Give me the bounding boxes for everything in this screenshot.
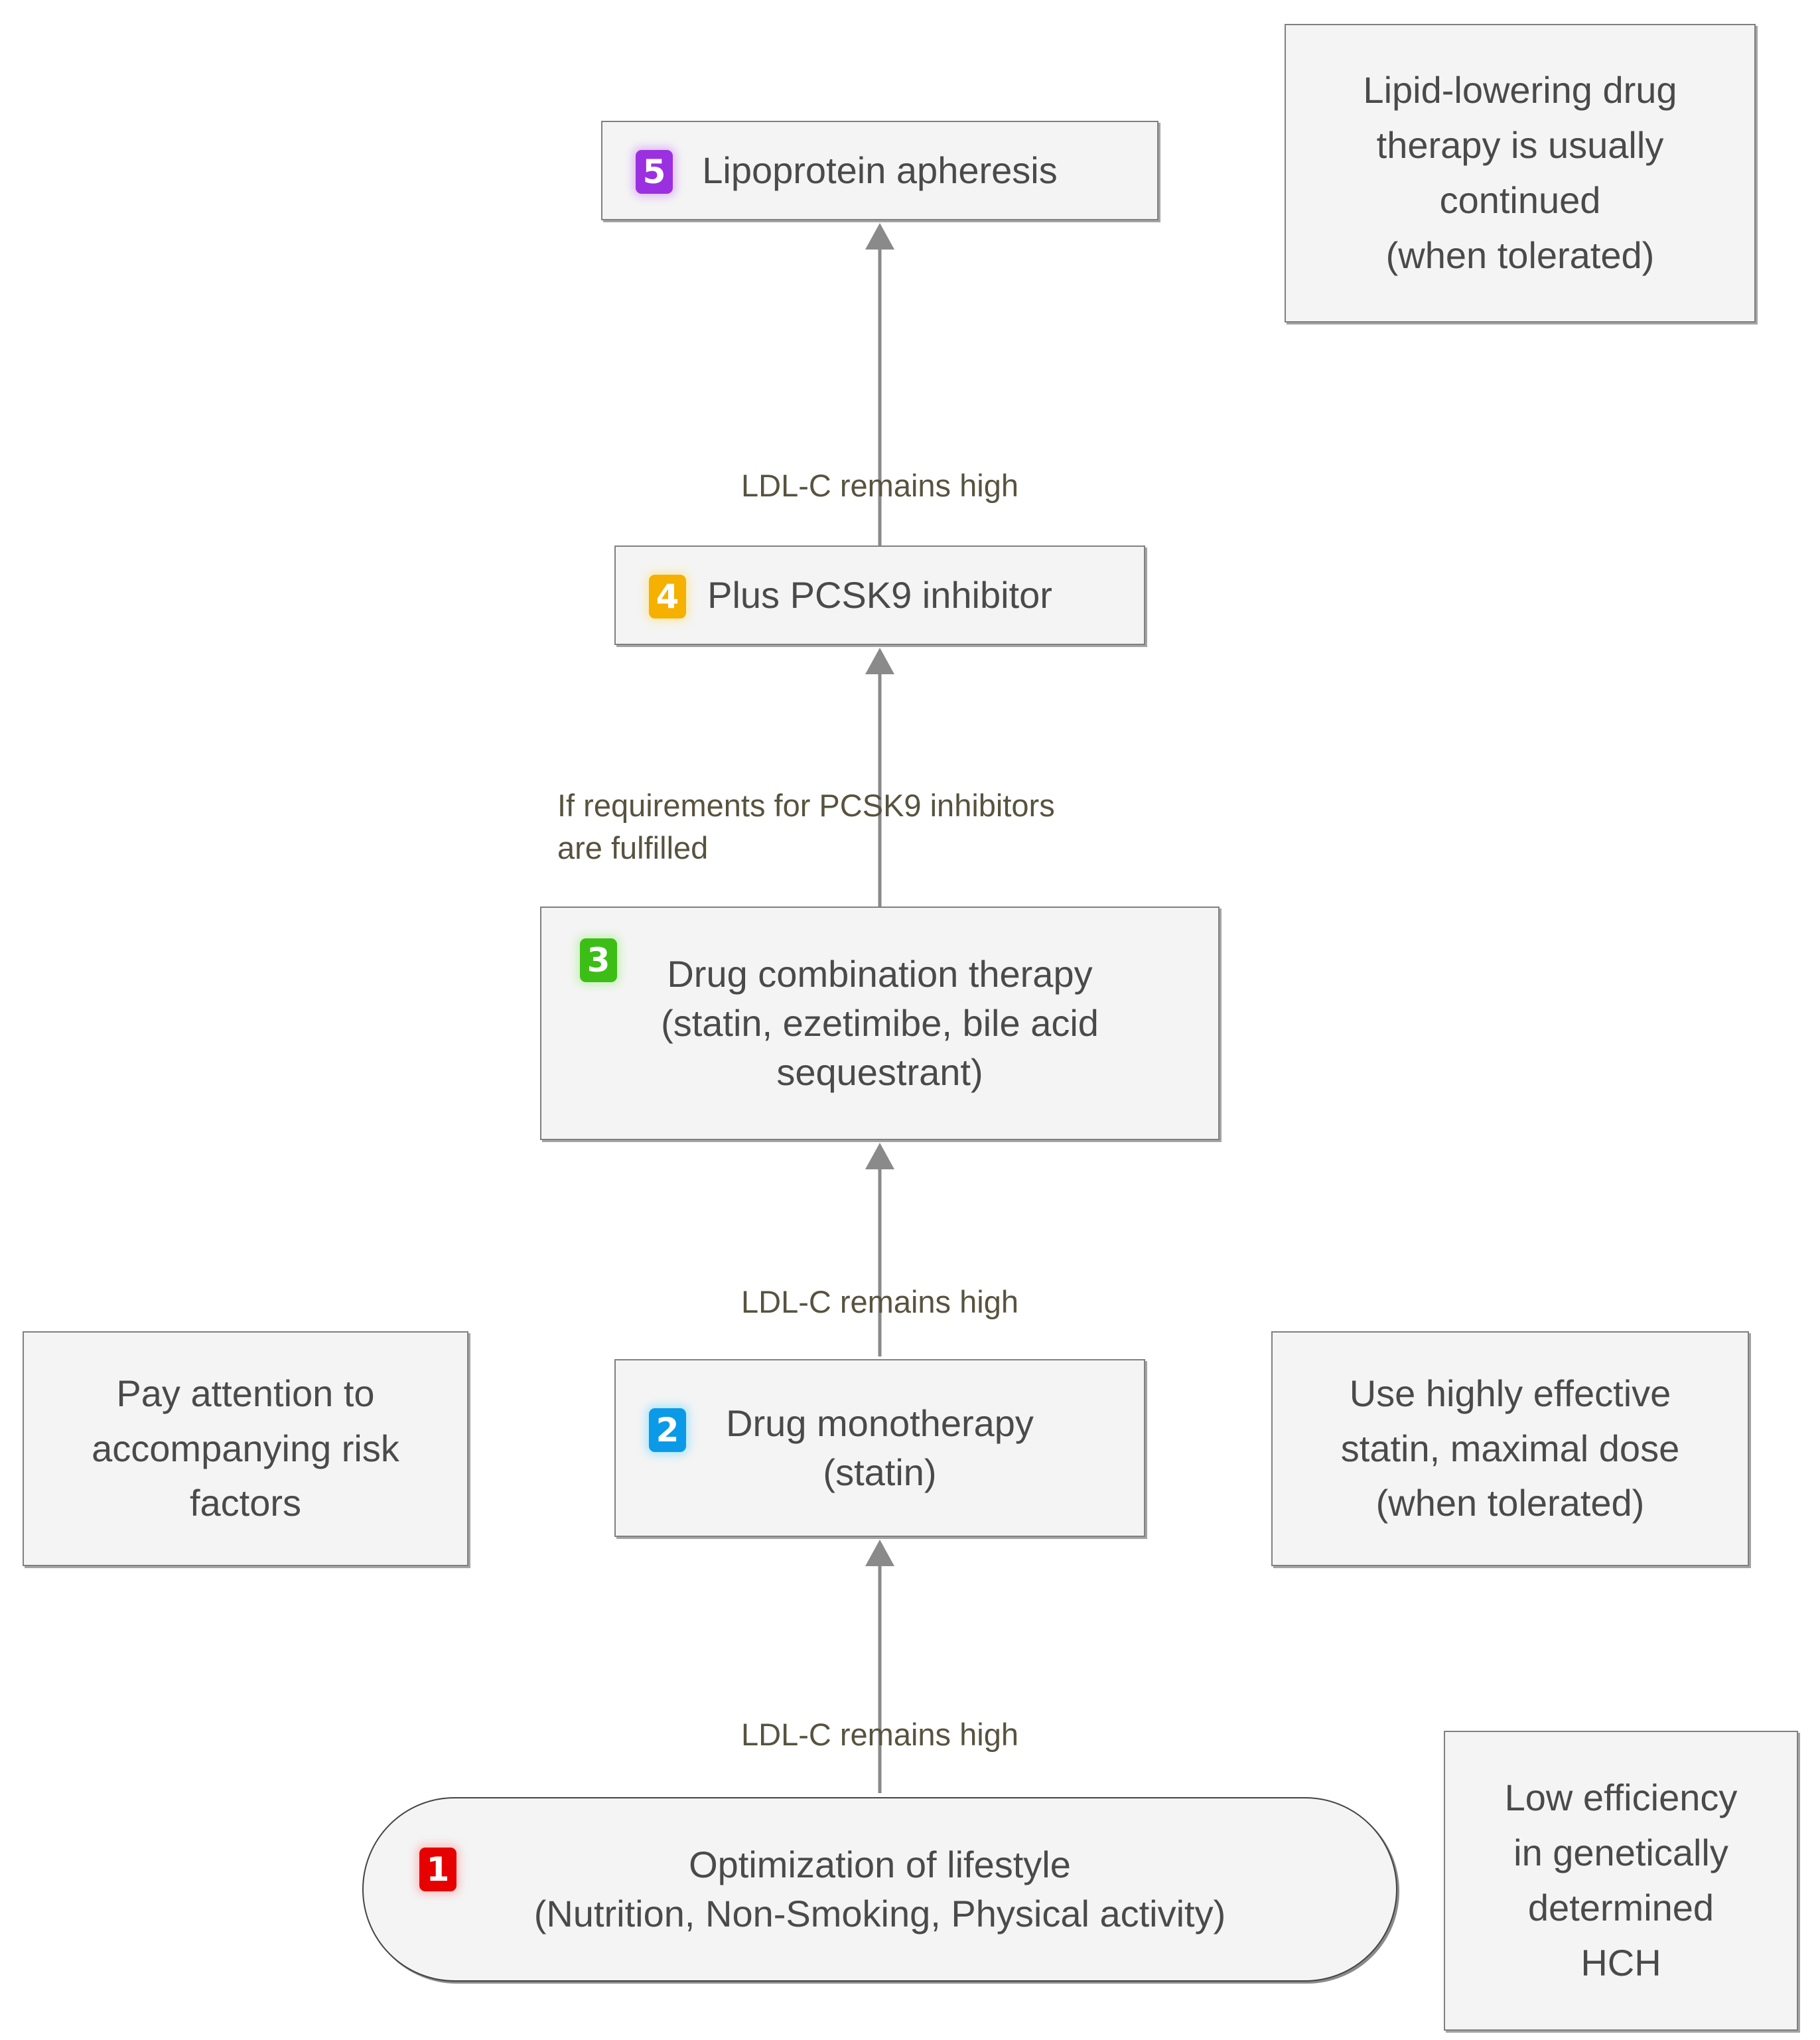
step-node-1[interactable]: 1 Optimization of lifestyle (Nutrition, … (362, 1797, 1397, 1982)
arrow-step3-to-step4 (865, 648, 894, 909)
note-apheresis: Lipid-lowering drug therapy is usually c… (1285, 24, 1756, 323)
step-label-2: Drug monotherapy (statin) (726, 1402, 1034, 1493)
edge-label-step1-to-step2: LDL-C remains high (741, 1717, 1018, 1752)
edge-label-step2-to-step3: LDL-C remains high (741, 1284, 1018, 1319)
step-badge-4: 4 (649, 575, 686, 619)
step-badge-1: 1 (419, 1848, 456, 1891)
arrowhead-icon (865, 223, 894, 250)
step-label-5: Lipoprotein apheresis (702, 149, 1058, 192)
note-hch: Low efficiency in genetically determined… (1444, 1731, 1798, 2031)
step-badge-3: 3 (580, 938, 617, 982)
step-node-5[interactable]: 5 Lipoprotein apheresis (601, 121, 1158, 220)
arrowhead-icon (865, 1143, 894, 1169)
note-risk-factors: Pay attention to accompanying risk facto… (23, 1331, 468, 1566)
step-label-3: Drug combination therapy (statin, ezetim… (661, 953, 1099, 1093)
edge-label-step4-to-step5: LDL-C remains high (741, 468, 1018, 503)
step-badge-5: 5 (636, 150, 673, 194)
arrow-shaft (878, 247, 882, 579)
arrow-step1-to-step2 (865, 1540, 894, 1793)
note-apheresis-text: Lipid-lowering drug therapy is usually c… (1363, 69, 1677, 276)
step-badge-2: 2 (649, 1408, 686, 1452)
note-statin-dose-text: Use highly effective statin, maximal dos… (1340, 1372, 1680, 1524)
step-node-4[interactable]: 4 Plus PCSK9 inhibitor (614, 546, 1145, 645)
edge-label-step3-to-step4: If requirements for PCSK9 inhibitors are… (557, 788, 1055, 865)
step-node-2[interactable]: 2 Drug monotherapy (statin) (614, 1359, 1145, 1537)
arrow-shaft (878, 1564, 882, 1793)
arrow-shaft (878, 672, 882, 909)
arrowhead-icon (865, 1540, 894, 1566)
note-statin-dose: Use highly effective statin, maximal dos… (1271, 1331, 1749, 1566)
step-label-4: Plus PCSK9 inhibitor (707, 574, 1052, 617)
note-risk-factors-text: Pay attention to accompanying risk facto… (92, 1372, 399, 1524)
note-hch-text: Low efficiency in genetically determined… (1504, 1777, 1738, 1984)
arrow-step4-to-step5 (865, 223, 894, 579)
arrowhead-icon (865, 648, 894, 674)
step-node-3[interactable]: 3 Drug combination therapy (statin, ezet… (540, 907, 1220, 1140)
step-label-1: Optimization of lifestyle (Nutrition, No… (533, 1844, 1226, 1934)
arrow-step2-to-step3 (865, 1143, 894, 1356)
arrow-shaft (878, 1167, 882, 1356)
